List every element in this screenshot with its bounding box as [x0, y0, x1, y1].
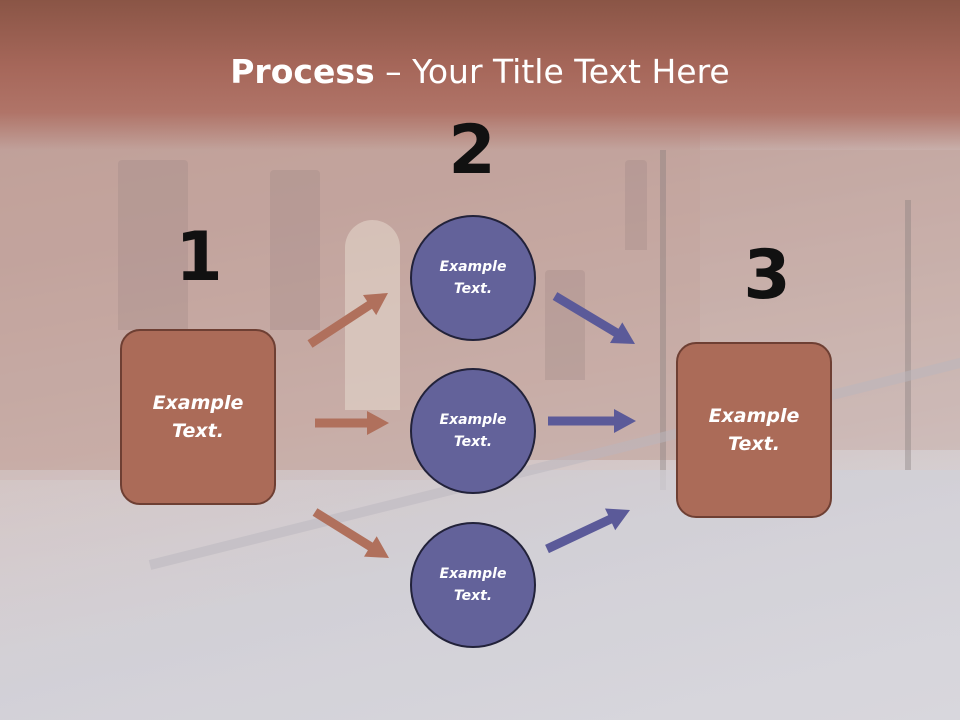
arrow-top-to-right	[552, 292, 635, 344]
title-rest: – Your Title Text Here	[374, 52, 730, 91]
background-window	[270, 170, 320, 330]
arrow-left-to-bottom	[312, 508, 389, 558]
right-box: Example Text.	[676, 342, 832, 518]
background-tree	[660, 150, 666, 490]
background-window	[118, 160, 188, 330]
circle-middle: Example Text.	[410, 368, 536, 494]
arrow-middle-to-right	[548, 409, 636, 433]
arrow-left-to-middle	[315, 411, 389, 435]
slide-title: Process – Your Title Text Here	[0, 52, 960, 91]
step-number-2: 2	[448, 111, 496, 190]
left-box: Example Text.	[120, 329, 276, 505]
background-window	[625, 160, 647, 250]
arrow-left-to-top	[307, 293, 388, 348]
step-number-3: 3	[743, 236, 791, 315]
arrow-bottom-to-right	[545, 508, 630, 554]
circle-bottom: Example Text.	[410, 522, 536, 648]
step-number-1: 1	[175, 218, 223, 297]
title-bar	[0, 0, 960, 150]
circle-top: Example Text.	[410, 215, 536, 341]
title-bold: Process	[230, 52, 375, 91]
background-window	[545, 270, 585, 380]
background-tree	[905, 200, 911, 470]
